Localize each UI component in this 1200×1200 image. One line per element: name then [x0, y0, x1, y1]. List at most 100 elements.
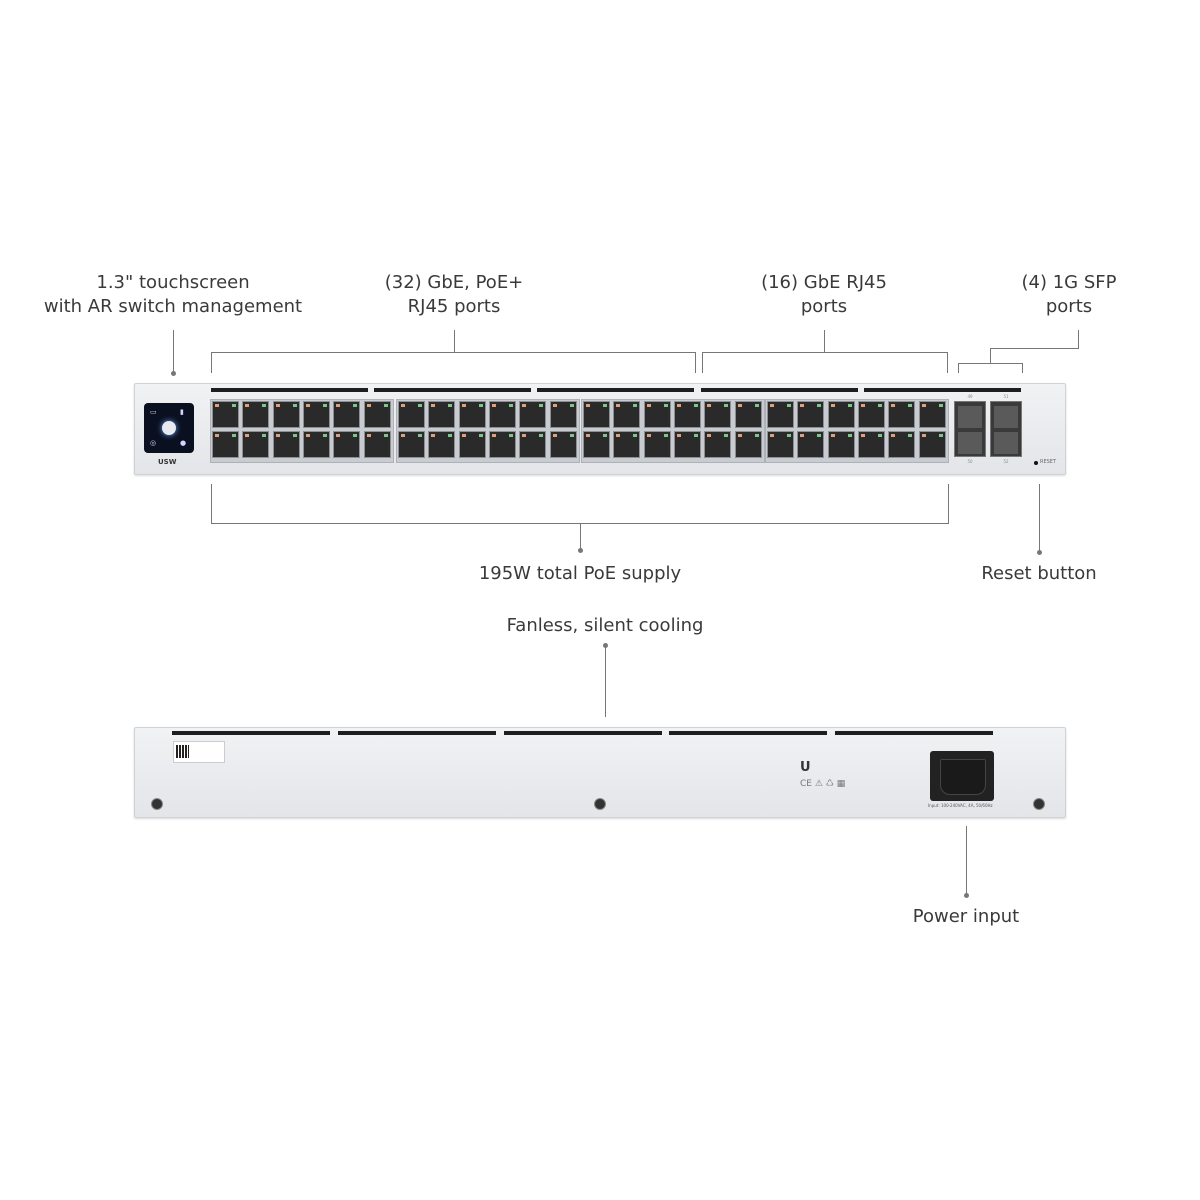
rj45-port[interactable] — [242, 401, 270, 428]
settings-icon: ● — [180, 439, 187, 447]
rj45-port[interactable] — [212, 401, 239, 428]
callout-line: with AR switch management — [43, 296, 303, 317]
rj45-port[interactable] — [888, 431, 916, 458]
rj45-port[interactable] — [458, 431, 486, 458]
rj45-ports-callout: (16) GbE RJ45 ports — [761, 271, 887, 319]
rj45-port[interactable] — [428, 401, 456, 428]
rj45-port[interactable] — [583, 431, 610, 458]
ubiquiti-logo-icon: U — [800, 760, 811, 775]
usw-logo: USW — [158, 458, 177, 466]
rj45-port[interactable] — [827, 401, 855, 428]
screw — [1033, 798, 1045, 810]
rj45-port[interactable] — [888, 401, 916, 428]
rj45-port[interactable] — [272, 431, 300, 458]
vent-slot — [172, 731, 330, 735]
port-group-bar — [864, 388, 1021, 392]
callout-line: 1.3" touchscreen — [96, 272, 250, 293]
sfp-slot[interactable] — [994, 432, 1018, 454]
rj45-port[interactable] — [704, 401, 732, 428]
rj45-port[interactable] — [613, 431, 641, 458]
touchscreen[interactable]: ▭ ▮ ◎ ● — [144, 403, 194, 453]
rj45-port[interactable] — [918, 401, 946, 428]
callout-line: RJ45 ports — [407, 296, 501, 317]
rj45-port[interactable] — [333, 431, 361, 458]
screw — [594, 798, 606, 810]
callout-line: (32) GbE, PoE+ — [384, 272, 524, 293]
rj45-port[interactable] — [797, 431, 825, 458]
rj45-port[interactable] — [488, 431, 516, 458]
rj45-port[interactable] — [302, 431, 330, 458]
port-block — [396, 399, 580, 463]
touchscreen-callout: 1.3" touchscreen with AR switch manageme… — [44, 271, 302, 319]
port-block — [210, 399, 394, 463]
port-block — [765, 399, 949, 463]
rj45-port[interactable] — [797, 401, 825, 428]
power-callout: Power input — [912, 906, 1020, 927]
stats-icon: ▮ — [180, 408, 184, 416]
port-group-bar — [701, 388, 858, 392]
vent-slot — [835, 731, 993, 735]
sfp-port-number: 52 — [1003, 459, 1009, 464]
vent-slot — [338, 731, 496, 735]
rj45-port[interactable] — [212, 431, 239, 458]
rj45-port[interactable] — [734, 401, 762, 428]
rj45-port[interactable] — [302, 401, 330, 428]
reset-button[interactable] — [1034, 461, 1038, 465]
callout-line: (16) GbE RJ45 — [761, 272, 887, 293]
rj45-port[interactable] — [458, 401, 486, 428]
port-group-bar — [537, 388, 694, 392]
sfp-cage — [990, 401, 1022, 457]
rj45-port[interactable] — [857, 401, 885, 428]
rj45-port[interactable] — [242, 431, 270, 458]
rj45-port[interactable] — [673, 431, 701, 458]
callout-line: (4) 1G SFP — [1021, 272, 1117, 293]
certification-marks: CE ⚠ ♺ ▦ — [800, 779, 846, 789]
sfp-slot[interactable] — [994, 406, 1018, 428]
rj45-port[interactable] — [549, 431, 577, 458]
power-inlet[interactable] — [930, 751, 994, 801]
poe-ports-callout: (32) GbE, PoE+ RJ45 ports — [385, 271, 524, 319]
sfp-port-number: 49 — [967, 394, 973, 399]
cooling-callout: Fanless, silent cooling — [506, 615, 704, 636]
rj45-port[interactable] — [734, 431, 762, 458]
rj45-port[interactable] — [767, 401, 794, 428]
rj45-port[interactable] — [704, 431, 732, 458]
network-icon: ▭ — [150, 408, 157, 416]
sfp-port-number: 51 — [1003, 394, 1009, 399]
rj45-port[interactable] — [918, 431, 946, 458]
sfp-ports-callout: (4) 1G SFP ports — [1022, 271, 1117, 319]
rj45-port[interactable] — [488, 401, 516, 428]
info-icon: ◎ — [150, 439, 157, 447]
port-block — [581, 399, 765, 463]
rj45-port[interactable] — [827, 431, 855, 458]
rj45-port[interactable] — [583, 401, 610, 428]
sfp-slot[interactable] — [958, 406, 982, 428]
screw — [151, 798, 163, 810]
callout-line: ports — [800, 296, 848, 317]
touch-button[interactable] — [162, 421, 176, 435]
rj45-port[interactable] — [673, 401, 701, 428]
rj45-port[interactable] — [643, 401, 671, 428]
rj45-port[interactable] — [549, 401, 577, 428]
rj45-port[interactable] — [613, 401, 641, 428]
rj45-port[interactable] — [363, 401, 391, 428]
power-rating-label: Input: 100-240VAC, 4A, 50/60Hz — [928, 803, 993, 808]
rj45-port[interactable] — [519, 401, 547, 428]
rj45-port[interactable] — [643, 431, 671, 458]
vent-slot — [504, 731, 662, 735]
serial-label-qr — [173, 741, 225, 763]
rj45-port[interactable] — [767, 431, 794, 458]
vent-slot — [669, 731, 827, 735]
rj45-port[interactable] — [398, 401, 425, 428]
rj45-port[interactable] — [857, 431, 885, 458]
rj45-port[interactable] — [519, 431, 547, 458]
rj45-port[interactable] — [428, 431, 456, 458]
sfp-port-number: 50 — [967, 459, 973, 464]
sfp-slot[interactable] — [958, 432, 982, 454]
rj45-port[interactable] — [272, 401, 300, 428]
rj45-port[interactable] — [333, 401, 361, 428]
rj45-port[interactable] — [363, 431, 391, 458]
sfp-cage — [954, 401, 986, 457]
rj45-port[interactable] — [398, 431, 425, 458]
